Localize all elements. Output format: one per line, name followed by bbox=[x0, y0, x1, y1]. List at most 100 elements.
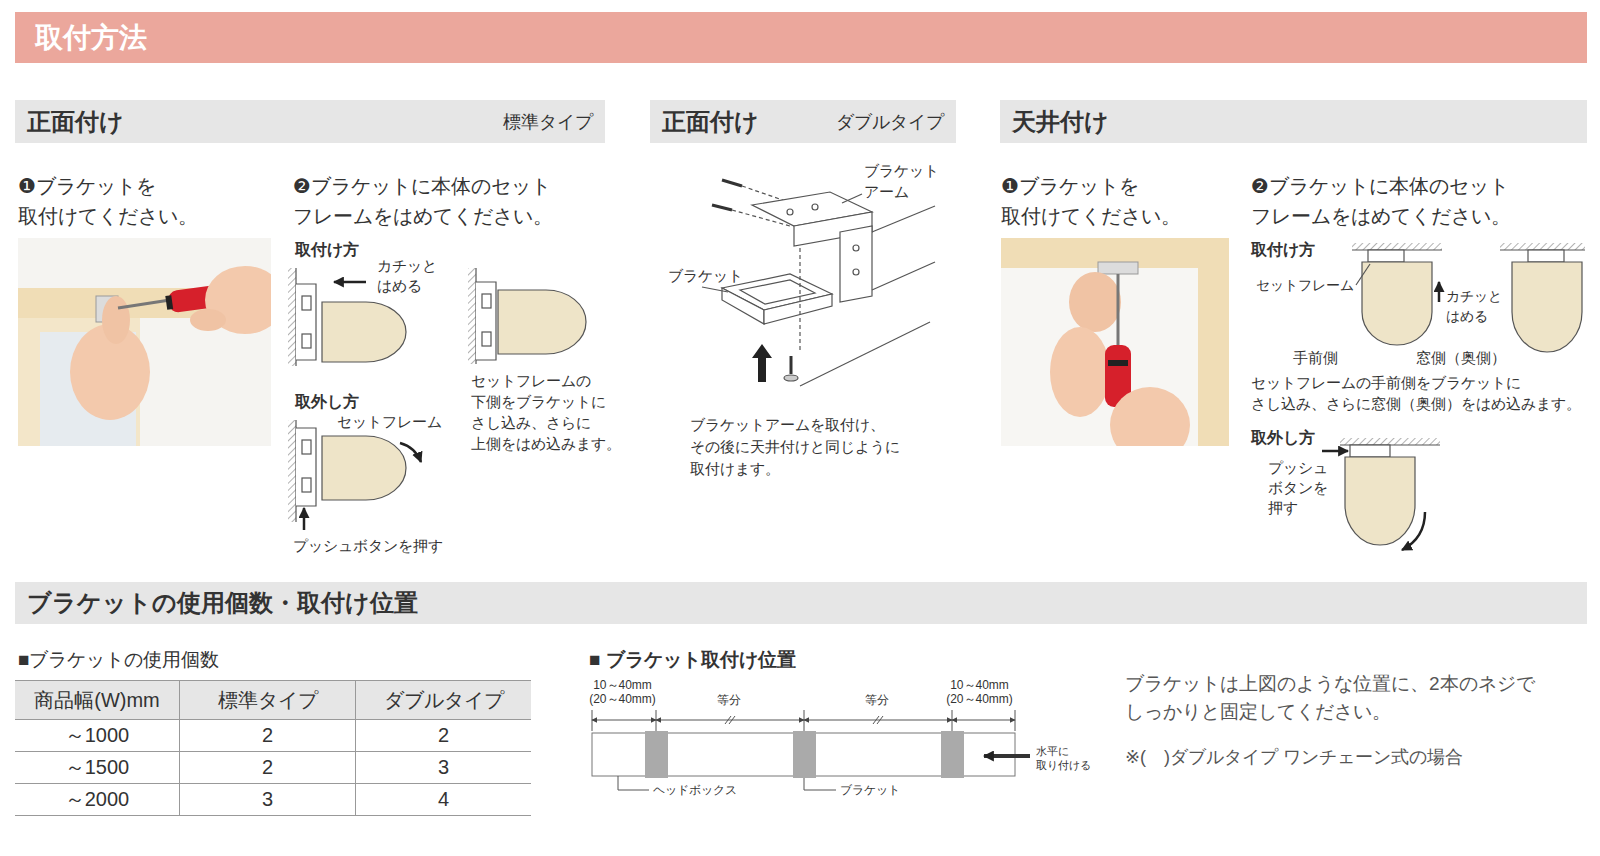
dimension-text: 等分 bbox=[865, 693, 889, 708]
table-cell: 3 bbox=[180, 784, 356, 816]
photo-front-mount-part bbox=[118, 300, 170, 308]
front-mount-figures-part bbox=[482, 294, 491, 308]
front-mount-figures-part bbox=[302, 334, 311, 348]
bracket-position-figure-part bbox=[804, 778, 836, 790]
bracket-arm-figure-part bbox=[812, 204, 818, 210]
bracket-arm-figure-part bbox=[800, 322, 930, 386]
ceiling-mount-figures-part bbox=[1512, 262, 1582, 352]
part-label: 窓側（奥側） bbox=[1416, 348, 1506, 367]
ceiling-mount-figures-part bbox=[1350, 445, 1390, 457]
note-text: セットフレームの 下側をブラケットに さし込み、さらに 上側をはめ込みます。 bbox=[471, 370, 623, 454]
bracket-position-figure-part bbox=[941, 731, 964, 778]
section-subheading: 標準タイプ bbox=[503, 110, 593, 134]
bracket-arm-figure-part bbox=[712, 205, 732, 210]
section-heading: ブラケットの使用個数・取付け位置 bbox=[27, 587, 418, 619]
table-cell: ～2000 bbox=[15, 784, 180, 816]
section-band: 正面付け 標準タイプ bbox=[15, 100, 605, 143]
bracket-position-figure bbox=[592, 710, 1030, 790]
callout-text: プッシュボタンを押す bbox=[293, 536, 443, 555]
bracket-arm-figure-part bbox=[840, 226, 872, 302]
photo-ceiling-mount-part bbox=[1069, 272, 1121, 332]
photo-ceiling-mount bbox=[1001, 238, 1229, 446]
section-heading: 正面付け bbox=[662, 106, 759, 138]
table-cell: 3 bbox=[356, 752, 531, 784]
step-text: ❶ブラケットを 取付けてください。 bbox=[18, 171, 200, 231]
ceiling-mount-figures-part bbox=[1352, 243, 1442, 250]
bracket-arm-figure-part bbox=[764, 294, 832, 324]
front-mount-figures-part bbox=[400, 443, 421, 462]
bracket-position-figure-part bbox=[592, 720, 656, 721]
sub-heading: 取外し方 bbox=[1251, 428, 1315, 448]
title-band: 取付方法 bbox=[15, 12, 1587, 63]
bracket-position-figure-part bbox=[729, 716, 735, 724]
photo-front-mount-part bbox=[190, 309, 226, 331]
ceiling-mount-figures-part bbox=[1500, 243, 1585, 250]
photo-ceiling-mount-part bbox=[1110, 387, 1190, 446]
front-mount-figures-part bbox=[302, 440, 311, 454]
photo-front-mount bbox=[18, 238, 271, 446]
section-heading: 正面付け bbox=[27, 106, 124, 138]
ceiling-mount-figures-part bbox=[1345, 457, 1415, 545]
front-mount-figures-part bbox=[296, 428, 316, 506]
callout-text: プッシュ ボタンを 押す bbox=[1268, 458, 1330, 518]
front-mount-figures-part bbox=[322, 436, 406, 500]
note-text: セットフレームの手前側をブラケットに さし込み、さらに窓側（奥側）をはめ込みます… bbox=[1251, 372, 1583, 414]
section-band: ブラケットの使用個数・取付け位置 bbox=[15, 582, 1587, 624]
bracket-arm-figure-part bbox=[790, 356, 793, 374]
photo-ceiling-mount-part bbox=[1098, 262, 1138, 274]
bracket-position-figure-part bbox=[618, 776, 649, 790]
note-text: ※( )ダブルタイプ ワンチェーン式の場合 bbox=[1125, 745, 1463, 769]
table-cell: ～1500 bbox=[15, 752, 180, 784]
section-band: 天井付け bbox=[1000, 100, 1587, 143]
bracket-arm-figure-part bbox=[787, 209, 793, 215]
front-mount-figures-part bbox=[476, 282, 496, 360]
title-text: 取付方法 bbox=[15, 19, 147, 57]
dimension-text: 10～40mm (20～40mm) bbox=[945, 678, 1014, 706]
sub-heading: 取付け方 bbox=[1251, 240, 1315, 260]
table-cell: 4 bbox=[356, 784, 531, 816]
photo-front-mount-part bbox=[165, 295, 173, 310]
bracket-arm-figure-part bbox=[722, 180, 742, 186]
bracket-arm-figure-part bbox=[722, 288, 764, 324]
ceiling-mount-figures-part bbox=[1362, 262, 1432, 345]
bracket-position-figure-part bbox=[984, 754, 1030, 758]
bracket-arm-figure-part bbox=[752, 344, 772, 382]
ceiling-mount-figures-part bbox=[1528, 250, 1564, 262]
bracket-position-figure-part bbox=[952, 720, 1015, 721]
table-cell: 2 bbox=[180, 720, 356, 752]
photo-front-mount-part bbox=[102, 296, 130, 344]
part-label: 手前側 bbox=[1293, 348, 1338, 367]
front-mount-figures-part bbox=[288, 268, 296, 366]
front-mount-figures-part bbox=[302, 478, 311, 492]
part-label: ブラケット アーム bbox=[864, 160, 941, 202]
front-mount-figures-part bbox=[303, 508, 306, 530]
bracket-arm-figure-part bbox=[853, 269, 859, 275]
front-mount-figures-part bbox=[288, 420, 296, 522]
callout-text: カチッと はめる bbox=[377, 256, 439, 296]
table-cell: 商品幅(W)mm bbox=[15, 680, 180, 720]
section-heading: 天井付け bbox=[1012, 106, 1109, 138]
bracket-position-figure-part bbox=[793, 731, 816, 778]
table-cell: 標準タイプ bbox=[180, 680, 356, 720]
ceiling-mount-figures-part bbox=[1356, 264, 1370, 285]
part-label: ヘッドボックス bbox=[653, 783, 737, 798]
part-label: セットフレーム bbox=[1256, 276, 1354, 294]
bracket-position-figure-part bbox=[877, 716, 883, 724]
photo-ceiling-mount-part bbox=[1108, 360, 1128, 366]
step-text: ❷ブラケットに本体のセット フレームをはめてください。 bbox=[293, 171, 555, 231]
bracket-position-figure-part bbox=[656, 720, 804, 721]
dimension-text: 10～40mm (20～40mm) bbox=[588, 678, 657, 706]
bracket-position-figure-part bbox=[804, 720, 952, 721]
ceiling-mount-figures-part bbox=[1340, 438, 1440, 445]
photo-ceiling-mount-part bbox=[1050, 327, 1110, 417]
figure-heading: ■ ブラケット取付け位置 bbox=[589, 648, 796, 672]
sub-heading: 取付け方 bbox=[295, 240, 359, 260]
bracket-position-figure-part bbox=[645, 731, 668, 778]
bracket-arm-figure-part bbox=[702, 287, 728, 292]
bracket-arm-figure-part bbox=[842, 194, 862, 203]
note-text: ブラケットアームを取付け、 その後に天井付けと同じように 取付けます。 bbox=[690, 414, 902, 480]
bracket-arm-figure-part bbox=[853, 245, 859, 251]
front-mount-figures-part bbox=[468, 268, 476, 364]
part-label: ブラケット bbox=[840, 783, 900, 798]
